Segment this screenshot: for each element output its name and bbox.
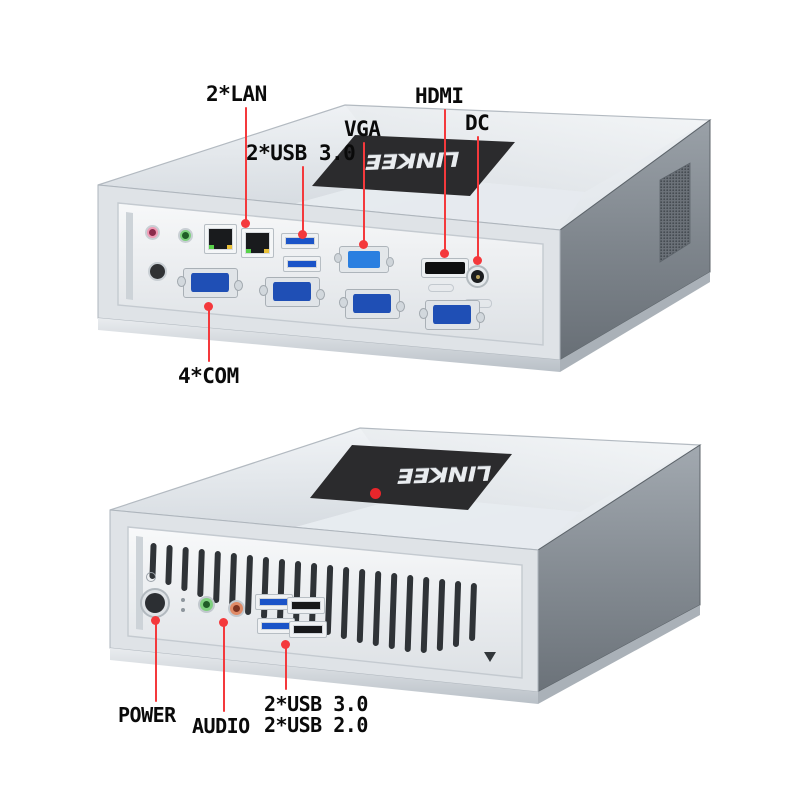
hdd-led — [181, 598, 185, 602]
leader-dot-dc — [473, 256, 482, 265]
line-out-jack-inner — [182, 232, 189, 239]
leader-vga — [363, 142, 365, 246]
rj45-lan-port-2-cavity — [245, 232, 270, 254]
power-icon — [146, 572, 156, 582]
lan-led-green-1 — [209, 245, 214, 249]
leader-dot-lan — [241, 219, 250, 228]
front-view-unit: LINKEE — [0, 400, 800, 800]
leader-dot-power — [151, 616, 160, 625]
usb-3-0-port-bottom-insert — [287, 260, 317, 268]
leader-dot-hdmi — [440, 249, 449, 258]
leader-dot-com — [204, 302, 213, 311]
dc-power-jack-pin — [476, 275, 480, 279]
com-screw-4l — [419, 308, 428, 319]
ps2-jack[interactable] — [148, 262, 167, 281]
label-dc: DC — [465, 111, 490, 135]
label-hdmi: HDMI — [415, 84, 464, 108]
lan-led-green-2 — [246, 249, 251, 253]
label-audio: AUDIO — [192, 714, 250, 738]
vga-port-insert — [348, 251, 380, 268]
front-vent-grille — [149, 543, 477, 653]
label-front-usb: 2*USB 3.0 2*USB 2.0 — [264, 692, 368, 738]
chassis-body-rear — [97, 104, 712, 372]
front-usb-2-0-port-top-insert — [291, 601, 321, 610]
label-2-usb-3-0: 2*USB 3.0 — [246, 141, 356, 165]
com-screw-3r — [396, 301, 405, 312]
power-button-cap — [145, 593, 165, 613]
microphone-jack-inner — [149, 229, 156, 236]
brand-logo-rear: LINKEE — [363, 147, 463, 174]
vga-screw-right — [386, 257, 394, 267]
lan-led-amber-1 — [227, 245, 232, 249]
label-4-com: 4*COM — [178, 364, 239, 388]
com-screw-2l — [259, 285, 268, 296]
hdmi-port-marking — [428, 284, 454, 292]
com-screw-3l — [339, 297, 348, 308]
leader-usb30 — [302, 166, 304, 236]
leader-dot-front-usb — [281, 640, 290, 649]
front-usb-2-0-port-bottom-insert — [293, 625, 323, 634]
power-led-indicator — [370, 488, 381, 499]
vga-screw-left — [334, 253, 342, 263]
front-line-out-inner — [203, 601, 210, 608]
lan-led-amber-2 — [264, 249, 269, 253]
leader-power — [155, 620, 157, 702]
com-screw-2r — [316, 289, 325, 300]
leader-dot-audio — [219, 618, 228, 627]
com-serial-port-2-insert — [273, 282, 311, 301]
front-usb-3-0-port-top-insert — [259, 598, 289, 606]
leader-audio — [223, 622, 225, 712]
leader-dot-vga — [359, 240, 368, 249]
status-led — [181, 608, 185, 612]
leader-dot-usb30 — [298, 230, 307, 239]
leader-dc — [477, 136, 479, 262]
leader-com — [208, 306, 210, 362]
com-serial-port-1-insert — [191, 273, 229, 292]
hdmi-port-cavity — [425, 262, 465, 274]
leader-front-usb — [285, 644, 287, 690]
front-usb-3-0-port-bottom-insert — [261, 622, 291, 630]
leader-lan — [245, 107, 247, 225]
label-power: POWER — [118, 703, 176, 727]
com-serial-port-3-insert — [353, 294, 391, 313]
com-serial-port-4-insert — [433, 305, 471, 324]
leader-hdmi — [444, 109, 446, 255]
rj45-lan-port-1-cavity — [208, 228, 233, 250]
com-screw-1r — [234, 280, 243, 291]
front-microphone-inner — [233, 605, 240, 612]
com-screw-4r — [476, 312, 485, 323]
com-screw-1l — [177, 276, 186, 287]
label-vga: VGA — [344, 117, 381, 141]
rear-view-unit: LINKEE — [97, 82, 712, 388]
label-2-lan: 2*LAN — [206, 82, 267, 106]
